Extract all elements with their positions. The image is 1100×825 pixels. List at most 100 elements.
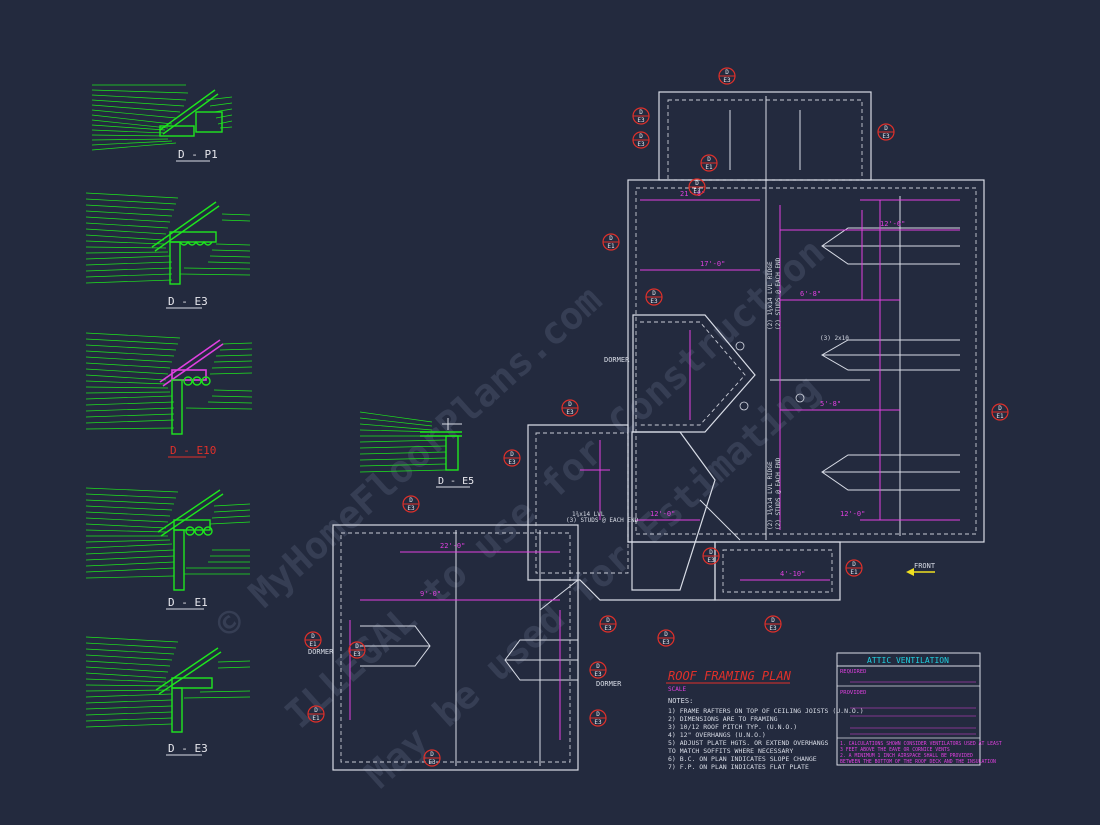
svg-text:E1: E1 <box>850 569 858 576</box>
detail-d-e1: D - E1 <box>85 487 251 610</box>
callout-bubble: DE1 <box>304 631 322 649</box>
detail-label: D - E10 <box>170 444 216 457</box>
svg-text:9'-0": 9'-0" <box>420 590 441 598</box>
svg-text:D: D <box>725 69 729 76</box>
beam-label: (2) 1¾x14 LVL RIDGE <box>767 261 774 330</box>
callout-bubble: DE3 <box>632 107 650 125</box>
svg-text:D: D <box>606 617 610 624</box>
detail-label: D - E5 <box>438 476 474 487</box>
callout-bubble: DE3 <box>702 547 720 565</box>
detail-d-p1: D - P1 <box>91 84 233 162</box>
svg-text:D: D <box>568 401 572 408</box>
beam-label: (2) STUDS @ EACH END <box>775 257 782 330</box>
svg-text:E3: E3 <box>693 188 701 195</box>
callout-bubble: DE3 <box>402 495 420 513</box>
note-line: 5) ADJUST PLATE HGTS. OR EXTEND OVERHANG… <box>668 739 829 747</box>
attic-ventilation-table: ATTIC VENTILATION REQUIRED PROVIDED 1. C… <box>836 652 1002 766</box>
svg-text:D: D <box>998 405 1002 412</box>
callout-bubble: DE1 <box>845 559 863 577</box>
note-line: TO MATCH SOFFITS WHERE NECESSARY <box>668 747 793 755</box>
ventilation-footnote: 1. CALCULATIONS SHOWN CONSIDER VENTILATO… <box>840 741 1002 747</box>
dormer-label: DORMER <box>596 680 622 688</box>
detail-label: D - E3 <box>168 742 208 755</box>
callout-bubble: DE3 <box>718 67 736 85</box>
svg-text:D: D <box>596 663 600 670</box>
svg-text:D: D <box>639 133 643 140</box>
callout-bubble: DE3 <box>589 709 607 727</box>
svg-text:D: D <box>664 631 668 638</box>
plan-left-wing <box>332 524 579 771</box>
note-line: 1) FRAME RAFTERS ON TOP OF CEILING JOIST… <box>668 707 864 715</box>
svg-text:E1: E1 <box>309 641 317 648</box>
svg-text:D: D <box>695 180 699 187</box>
detail-d-e3-a: D - E3 <box>85 192 251 309</box>
notes-heading: NOTES: <box>668 697 693 705</box>
svg-text:12'-0": 12'-0" <box>840 510 865 518</box>
svg-text:E3: E3 <box>637 141 645 148</box>
callout-bubble: DE3 <box>589 661 607 679</box>
plan-scale: SCALE <box>668 686 686 693</box>
callout-bubble: DE3 <box>657 629 675 647</box>
svg-text:E1: E1 <box>996 413 1004 420</box>
front-arrow: FRONT <box>906 562 936 576</box>
svg-text:4'-10": 4'-10" <box>780 570 805 578</box>
beam-label: 1¾x14 LVL <box>572 511 605 518</box>
svg-text:E3: E3 <box>707 557 715 564</box>
note-line: 2) DIMENSIONS ARE TO FRAMING <box>668 715 778 723</box>
detail-d-e3-b: D - E3 <box>85 636 251 756</box>
callout-bubble: DE3 <box>503 449 521 467</box>
svg-text:D: D <box>430 751 434 758</box>
svg-text:D: D <box>652 290 656 297</box>
callout-bubble: DE3 <box>561 399 579 417</box>
svg-text:D: D <box>311 633 315 640</box>
ventilation-footnote: 2. A MINIMUM 1 INCH AIRSPACE SHALL BE PR… <box>840 753 973 759</box>
callout-bubble: DE1 <box>307 705 325 723</box>
section-callouts: DE3 DE3 DE3 DE1 DE3 DE3 DE1 DE3 DE3 DE3 … <box>304 67 1009 767</box>
svg-text:E3: E3 <box>428 759 436 766</box>
callout-bubble: DE3 <box>348 641 366 659</box>
svg-text:E1: E1 <box>607 243 615 250</box>
svg-text:17'-0": 17'-0" <box>700 260 725 268</box>
svg-text:E3: E3 <box>723 77 731 84</box>
note-line: 3) 10/12 ROOF PITCH TYP. (U.N.O.) <box>668 723 797 731</box>
svg-text:12'-6": 12'-6" <box>880 220 905 228</box>
callout-bubble: DE3 <box>645 288 663 306</box>
svg-text:D: D <box>409 497 413 504</box>
detail-label: D - P1 <box>178 148 218 161</box>
svg-text:E3: E3 <box>566 409 574 416</box>
ventilation-footnote: 3 FEET ABOVE THE EAVE OR CORNICE VENTS <box>840 747 950 753</box>
note-line: 7) F.P. ON PLAN INDICATES FLAT PLATE <box>668 763 809 771</box>
detail-label: D - E3 <box>168 295 208 308</box>
svg-text:E3: E3 <box>637 117 645 124</box>
svg-text:D: D <box>639 109 643 116</box>
note-line: 6) B.C. ON PLAN INDICATES SLOPE CHANGE <box>668 755 817 763</box>
front-label: FRONT <box>914 562 936 570</box>
beam-label: (2) STUDS @ EACH END <box>775 457 782 530</box>
detail-d-e5: D - E5 <box>359 411 474 488</box>
callout-bubble: DE3 <box>688 178 706 196</box>
svg-text:E3: E3 <box>882 133 890 140</box>
svg-text:22'-0": 22'-0" <box>440 542 465 550</box>
detail-label: D - E1 <box>168 596 208 609</box>
plan-title-block: ROOF FRAMING PLAN SCALE NOTES: 1) FRAME … <box>666 669 864 771</box>
callout-bubble: DE3 <box>632 131 650 149</box>
svg-text:D: D <box>355 643 359 650</box>
ventilation-required: REQUIRED <box>840 669 867 675</box>
callout-bubble: DE1 <box>991 403 1009 421</box>
dormer-label: DORMER <box>308 648 334 656</box>
plan-dormer-mid <box>631 431 716 591</box>
dormer-label: DORMER <box>604 356 630 364</box>
callout-bubble: DE1 <box>700 154 718 172</box>
detail-d-e10: D - E10 <box>85 332 253 458</box>
svg-text:E1: E1 <box>312 715 320 722</box>
svg-text:E3: E3 <box>769 625 777 632</box>
svg-text:E3: E3 <box>594 719 602 726</box>
callout-bubble: DE3 <box>877 123 895 141</box>
roof-plan: 21'-8" 17'-0" 12'-6" 6'-8" 5'-8" 12'-0" … <box>308 91 985 771</box>
ventilation-title: ATTIC VENTILATION <box>867 656 949 665</box>
svg-text:D: D <box>771 617 775 624</box>
plan-top-wing <box>658 91 872 181</box>
beam-label: (3) STUDS @ EACH END <box>566 517 639 524</box>
ventilation-provided: PROVIDED <box>840 690 867 696</box>
svg-text:D: D <box>510 451 514 458</box>
